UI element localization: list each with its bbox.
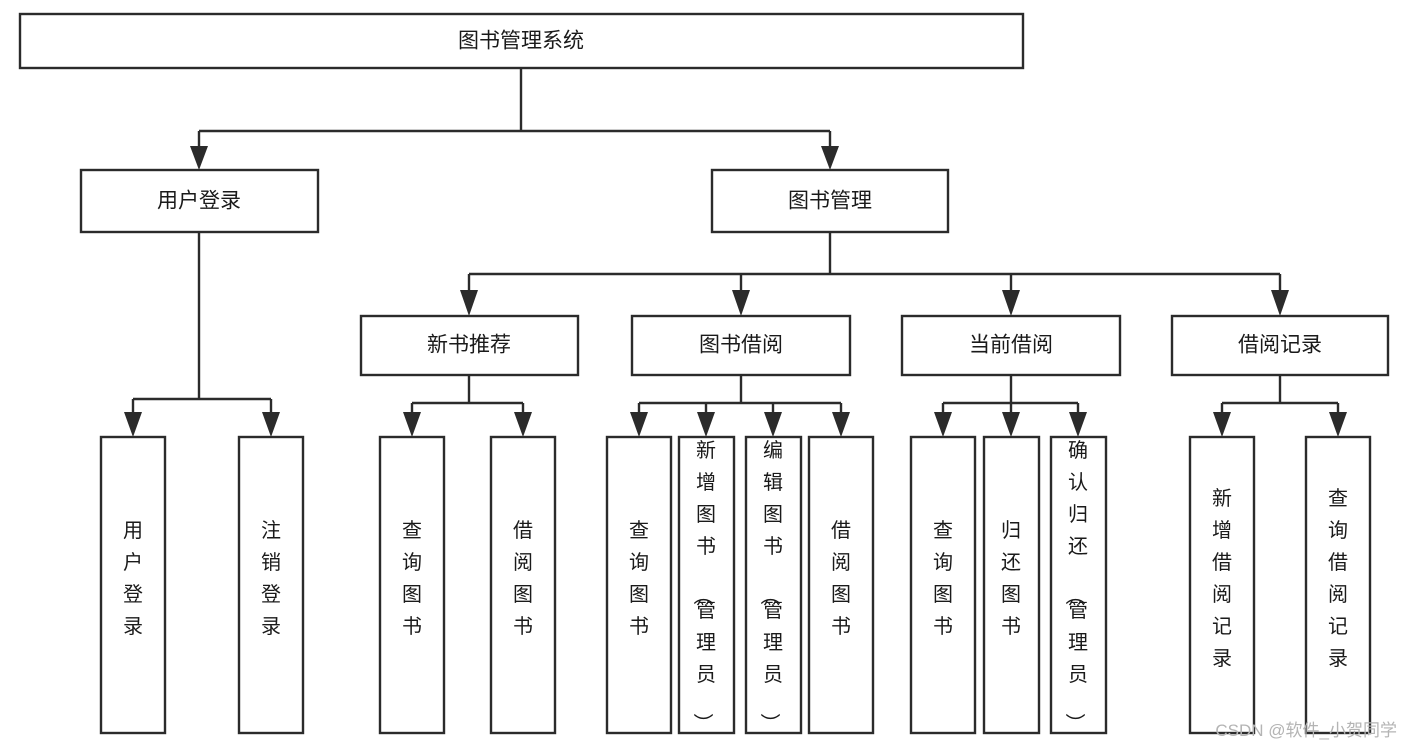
node-root[interactable]: 图书管理系统 xyxy=(18,12,1025,70)
node-user-login[interactable]: 用户登录 xyxy=(79,168,320,234)
leaf-query-record-label: 查询借阅记录 xyxy=(1328,487,1348,670)
node-book-borrow-box[interactable] xyxy=(630,314,852,377)
node-current-borrow[interactable]: 当前借阅 xyxy=(900,314,1122,377)
leaf-query-books-2[interactable]: 查询图书 xyxy=(605,435,673,735)
csdn-watermark: CSDN @软件_小贺同学 xyxy=(1215,721,1397,740)
leaf-query-record[interactable]: 查询借阅记录 xyxy=(1304,435,1372,735)
connector-root-to-level2 xyxy=(197,68,832,152)
node-current-borrow-label: 当前借阅 xyxy=(969,334,1053,357)
node-book-borrow-label: 图书借阅 xyxy=(699,334,783,357)
arrow-head-borrow-record xyxy=(1271,290,1289,316)
leaf-query-books-3-box[interactable] xyxy=(909,435,977,735)
arrow-head-leaf-query-books-3 xyxy=(934,412,952,437)
leaf-logout-label: 注销登录 xyxy=(261,519,281,638)
leaf-confirm-return-box[interactable] xyxy=(1049,435,1108,735)
node-borrow-record-box[interactable] xyxy=(1170,314,1390,377)
arrow-head-leaf-user-login xyxy=(124,412,142,437)
arrow-head-user-login xyxy=(190,146,208,170)
node-book-management[interactable]: 图书管理 xyxy=(710,168,950,234)
leaf-add-record[interactable]: 新增借阅记录 xyxy=(1188,435,1256,735)
arrow-head-leaf-add-book xyxy=(697,412,715,437)
leaf-logout-box[interactable] xyxy=(237,435,305,735)
leaf-add-book[interactable]: 新增图书（管理员） xyxy=(677,435,736,735)
leaf-borrow-books-1-box[interactable] xyxy=(489,435,557,735)
connector-layer xyxy=(124,68,1347,437)
arrow-head-leaf-confirm-return xyxy=(1069,412,1087,437)
leaf-query-books-1[interactable]: 查询图书 xyxy=(378,435,446,735)
leaf-return-books-label: 归还图书 xyxy=(1001,519,1021,638)
arrow-head-leaf-edit-book xyxy=(764,412,782,437)
leaf-add-book-label: 新增图书（管理员） xyxy=(691,439,716,733)
arrow-head-new-book-recommend xyxy=(460,290,478,316)
leaf-user-login[interactable]: 用户登录 xyxy=(99,435,167,735)
leaf-borrow-books-2[interactable]: 借阅图书 xyxy=(807,435,875,735)
connector-currentborrow-to-leaves xyxy=(941,375,1080,418)
arrow-head-leaf-logout xyxy=(262,412,280,437)
arrow-head-leaf-query-books-1 xyxy=(403,412,421,437)
leaf-query-record-box[interactable] xyxy=(1304,435,1372,735)
node-borrow-record[interactable]: 借阅记录 xyxy=(1170,314,1390,377)
leaf-query-books-3-label: 查询图书 xyxy=(933,519,953,638)
arrow-head-leaf-return-books xyxy=(1002,412,1020,437)
leaf-edit-book-label: 编辑图书（管理员） xyxy=(758,439,783,733)
leaf-return-books[interactable]: 归还图书 xyxy=(982,435,1041,735)
arrow-head-leaf-query-books-2 xyxy=(630,412,648,437)
leaf-borrow-books-2-label: 借阅图书 xyxy=(831,519,851,638)
leaf-borrow-books-1[interactable]: 借阅图书 xyxy=(489,435,557,735)
leaf-query-books-3[interactable]: 查询图书 xyxy=(909,435,977,735)
leaf-user-login-box[interactable] xyxy=(99,435,167,735)
leaf-add-book-box[interactable] xyxy=(677,435,736,735)
leaf-add-record-label: 新增借阅记录 xyxy=(1212,487,1232,670)
leaf-confirm-return[interactable]: 确认归还（管理员） xyxy=(1049,435,1108,735)
connector-userlogin-to-leaves xyxy=(131,232,273,418)
arrow-head-book-management xyxy=(821,146,839,170)
node-book-borrow[interactable]: 图书借阅 xyxy=(630,314,852,377)
node-current-borrow-box[interactable] xyxy=(900,314,1122,377)
node-book-management-box[interactable] xyxy=(710,168,950,234)
node-book-management-label: 图书管理 xyxy=(788,190,872,213)
connector-newbook-to-leaves xyxy=(410,375,525,418)
node-new-book-recommend[interactable]: 新书推荐 xyxy=(359,314,580,377)
connector-borrowrecord-to-leaves xyxy=(1220,375,1340,418)
leaf-confirm-return-label: 确认归还（管理员） xyxy=(1063,439,1088,733)
arrow-head-leaf-query-record xyxy=(1329,412,1347,437)
arrow-head-leaf-borrow-books-2 xyxy=(832,412,850,437)
leaf-add-record-box[interactable] xyxy=(1188,435,1256,735)
node-root-label: 图书管理系统 xyxy=(458,30,584,53)
leaf-borrow-books-2-box[interactable] xyxy=(807,435,875,735)
leaf-borrow-books-1-label: 借阅图书 xyxy=(513,519,533,638)
leaf-query-books-2-box[interactable] xyxy=(605,435,673,735)
leaf-edit-book-box[interactable] xyxy=(744,435,803,735)
leaf-logout[interactable]: 注销登录 xyxy=(237,435,305,735)
arrow-head-leaf-borrow-books-1 xyxy=(514,412,532,437)
leaf-query-books-1-box[interactable] xyxy=(378,435,446,735)
node-borrow-record-label: 借阅记录 xyxy=(1238,334,1322,357)
leaf-query-books-1-label: 查询图书 xyxy=(402,519,422,638)
arrow-head-book-borrow xyxy=(732,290,750,316)
leaf-user-login-label: 用户登录 xyxy=(123,520,143,638)
leaf-query-books-2-label: 查询图书 xyxy=(629,519,649,638)
arrow-head-current-borrow xyxy=(1002,290,1020,316)
leaf-edit-book[interactable]: 编辑图书（管理员） xyxy=(744,435,803,735)
node-new-book-recommend-label: 新书推荐 xyxy=(427,334,511,357)
node-user-login-label: 用户登录 xyxy=(157,190,241,213)
leaf-return-books-box[interactable] xyxy=(982,435,1041,735)
node-root-box[interactable] xyxy=(18,12,1025,70)
connector-bookborrow-to-leaves xyxy=(637,375,843,418)
connector-bookmgmt-to-level3 xyxy=(467,232,1282,296)
node-user-login-box[interactable] xyxy=(79,168,320,234)
node-new-book-recommend-box[interactable] xyxy=(359,314,580,377)
arrow-head-leaf-add-record xyxy=(1213,412,1231,437)
